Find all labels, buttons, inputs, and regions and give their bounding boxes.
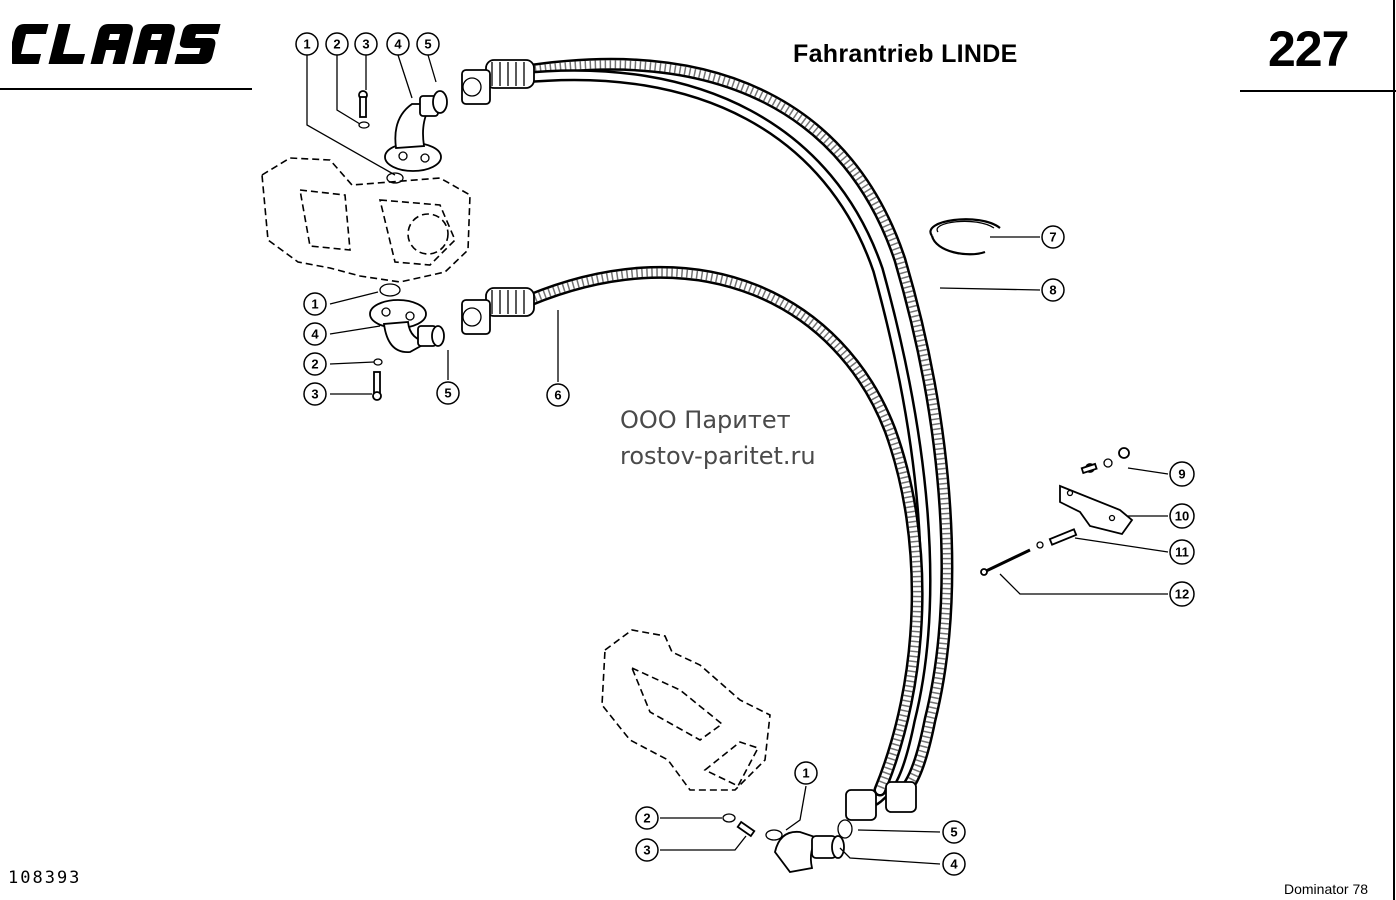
- elbow-assembly-mid: [369, 283, 445, 401]
- svg-text:8: 8: [1049, 283, 1056, 298]
- svg-text:11: 11: [1175, 545, 1189, 560]
- hose-fitting-top: [461, 59, 535, 105]
- callout-2-top: 2: [325, 32, 349, 56]
- hose-clamp-7: [929, 218, 1001, 256]
- svg-text:1: 1: [311, 297, 318, 312]
- callout-2-bottom: 2: [635, 806, 659, 830]
- svg-text:1: 1: [303, 37, 310, 52]
- model-label: Dominator 78: [1284, 881, 1369, 897]
- callout-3-bottom: 3: [635, 838, 659, 862]
- svg-text:3: 3: [643, 843, 650, 858]
- svg-text:10: 10: [1175, 509, 1189, 524]
- motor-housing-outline: [601, 629, 771, 791]
- svg-text:9: 9: [1178, 467, 1185, 482]
- svg-text:1: 1: [802, 766, 809, 781]
- pump-housing-outline: [261, 157, 471, 283]
- header-rule-right: [1240, 90, 1396, 92]
- svg-text:4: 4: [394, 37, 402, 52]
- bracket-assembly: [980, 447, 1134, 576]
- callout-9: 9: [1169, 461, 1195, 487]
- callout-4-top: 4: [386, 32, 410, 56]
- hose-fitting-mid: [461, 287, 535, 335]
- elbow-assembly-top: [358, 90, 448, 184]
- watermark-company: ООО Паритет: [620, 406, 791, 434]
- svg-text:2: 2: [643, 811, 650, 826]
- callout-12: 12: [1169, 581, 1195, 607]
- elbow-assembly-bottom: [722, 813, 853, 873]
- callout-4-mid: 4: [303, 322, 327, 346]
- svg-text:7: 7: [1049, 230, 1056, 245]
- svg-text:5: 5: [950, 825, 957, 840]
- callout-7: 7: [1041, 225, 1065, 249]
- hose-8: [513, 57, 954, 807]
- claas-logo: [12, 24, 221, 64]
- callout-5-top: 5: [416, 32, 440, 56]
- watermark-url: rostov-paritet.ru: [620, 442, 816, 470]
- svg-text:4: 4: [950, 857, 958, 872]
- callout-3-mid: 3: [303, 382, 327, 406]
- page-number: 227: [1268, 21, 1349, 77]
- callout-1-top: 1: [295, 32, 319, 56]
- callout-1-mid: 1: [303, 292, 327, 316]
- svg-text:2: 2: [333, 37, 340, 52]
- svg-text:4: 4: [311, 327, 319, 342]
- svg-text:5: 5: [444, 386, 451, 401]
- svg-text:5: 5: [424, 37, 431, 52]
- frame-right-edge: [1393, 0, 1395, 900]
- callout-2-mid: 2: [303, 352, 327, 376]
- callout-11: 11: [1169, 539, 1195, 565]
- hose-6: [523, 265, 924, 797]
- hose-fitting-bottom: [845, 781, 917, 821]
- callout-1-bottom: 1: [794, 761, 818, 785]
- svg-text:3: 3: [362, 37, 369, 52]
- svg-text:12: 12: [1175, 587, 1189, 602]
- svg-text:2: 2: [311, 357, 318, 372]
- callout-5-mid: 5: [436, 381, 460, 405]
- callout-10: 10: [1169, 503, 1195, 529]
- header-rule-left: [0, 88, 252, 90]
- page-title: Fahrantrieb LINDE: [793, 40, 1018, 68]
- watermark: ООО Паритет rostov-paritet.ru: [620, 402, 816, 474]
- callout-3-top: 3: [354, 32, 378, 56]
- callout-6-mid: 6: [546, 383, 570, 407]
- callout-5-bottom: 5: [942, 820, 966, 844]
- svg-text:6: 6: [554, 388, 561, 403]
- svg-text:3: 3: [311, 387, 318, 402]
- document-number: 108393: [8, 868, 82, 888]
- callout-8: 8: [1041, 278, 1065, 302]
- leader-lines: [306, 54, 1169, 865]
- callout-4-bottom: 4: [942, 852, 966, 876]
